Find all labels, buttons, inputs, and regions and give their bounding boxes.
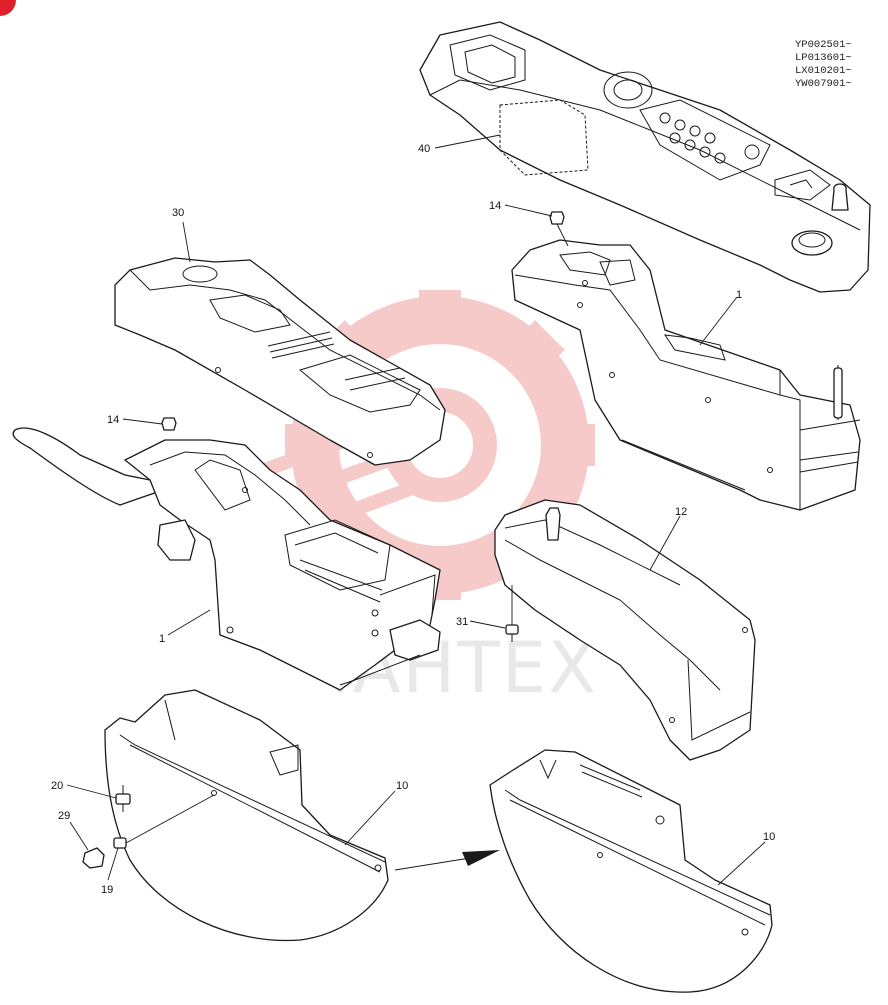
- serial-number-block: YP002501~ LP013601~ LX010201~ YW007901~: [795, 39, 852, 90]
- callout-1-right: 1: [736, 289, 742, 301]
- serial-range-2: LP013601~: [795, 52, 852, 64]
- arrow-head-icon: [462, 850, 500, 866]
- callout-labels: 40 30 14 14 1 1 12 31 20 29 19 10 10: [51, 143, 775, 896]
- callout-14-right: 14: [489, 200, 501, 212]
- callout-30: 30: [172, 207, 184, 219]
- serial-range-3: LX010201~: [795, 65, 852, 77]
- callout-20: 20: [51, 780, 63, 792]
- callout-19: 19: [101, 884, 113, 896]
- hardware-parts: [82, 785, 215, 869]
- callout-40: 40: [418, 143, 430, 155]
- part-14-cap-left: [161, 417, 177, 431]
- part-31-screw: [505, 585, 519, 642]
- part-1-console-frame-right: [511, 239, 861, 511]
- callout-10-left: 10: [396, 780, 408, 792]
- part-10-bottom-cover-left: [104, 689, 389, 942]
- callout-1-left: 1: [159, 633, 165, 645]
- corner-mark: [0, 0, 16, 16]
- callout-14-left: 14: [107, 414, 119, 426]
- part-30-upper-cover: [114, 257, 446, 466]
- part-14-cap-right: [549, 211, 569, 247]
- serial-range-1: YP002501~: [795, 39, 852, 51]
- part-12-side-panel: [494, 499, 756, 761]
- callout-10-right: 10: [763, 831, 775, 843]
- callout-12: 12: [675, 506, 687, 518]
- part-20-bolt: [115, 785, 131, 812]
- leader-lines: [66, 134, 766, 886]
- part-40-console-cover: [419, 21, 871, 293]
- serial-range-4: YW007901~: [795, 78, 852, 90]
- part-10-bottom-cover-right: [489, 749, 773, 993]
- part-19-screw: [113, 794, 215, 849]
- control-button-cluster: [659, 112, 760, 164]
- part-1-console-frame-left: [12, 427, 441, 691]
- part-29-plug: [82, 847, 105, 869]
- callout-29: 29: [58, 810, 70, 822]
- direction-arrow: [394, 850, 500, 871]
- callout-31: 31: [456, 616, 468, 628]
